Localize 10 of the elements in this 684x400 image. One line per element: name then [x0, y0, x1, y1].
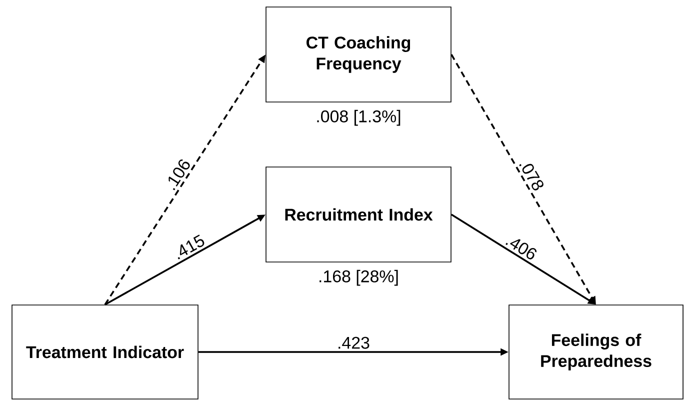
- variable-box: Recruitment Index: [266, 166, 452, 262]
- edge-label: .406: [506, 239, 536, 260]
- edge-label: .078: [519, 164, 544, 190]
- variable-box: CT Coaching Frequency: [266, 6, 452, 102]
- effect-label: .168 [28%]: [320, 270, 398, 286]
- edge-label: .415: [178, 234, 204, 260]
- edge-label: .423: [338, 336, 370, 349]
- variable-box: Feelings of Preparedness: [508, 304, 684, 400]
- variable-box: Treatment Indicator: [12, 304, 198, 400]
- effect-label: .008 [1.3%]: [317, 110, 400, 126]
